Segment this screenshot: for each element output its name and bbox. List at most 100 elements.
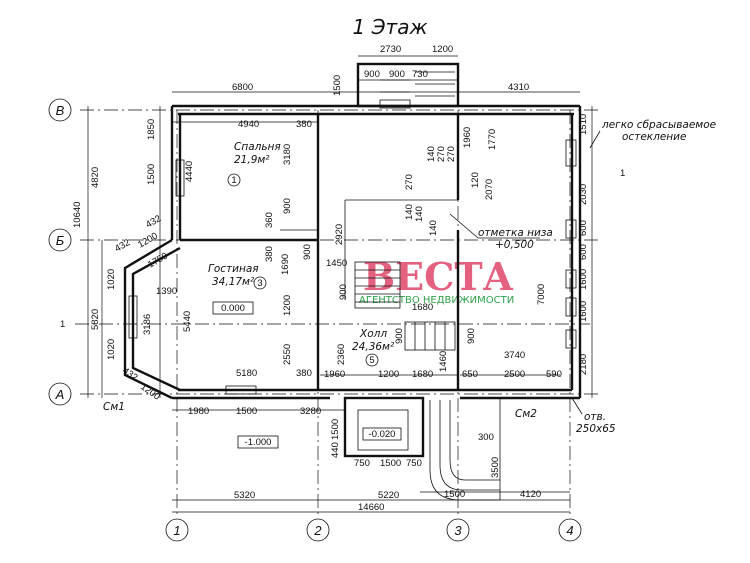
svg-text:1500: 1500 (444, 489, 465, 500)
section-mark-left: 1 (60, 319, 65, 330)
svg-text:1980: 1980 (188, 406, 209, 417)
svg-text:1500: 1500 (146, 164, 157, 185)
svg-text:900: 900 (394, 328, 405, 344)
svg-text:440: 440 (330, 442, 341, 458)
note-sm2: См2 (515, 408, 537, 420)
svg-text:900: 900 (389, 69, 405, 80)
svg-text:легко сбрасываемое: легко сбрасываемое (601, 119, 716, 131)
svg-text:730: 730 (412, 69, 428, 80)
axis-bubble-a: А (48, 382, 72, 406)
level-mark-living: 0.000 (221, 303, 245, 314)
svg-text:270: 270 (404, 174, 415, 190)
svg-text:-1.000: -1.000 (245, 437, 272, 448)
svg-text:1680: 1680 (412, 369, 433, 380)
interior-walls (180, 114, 460, 390)
interior-stair (354, 261, 456, 351)
svg-text:1770: 1770 (487, 129, 498, 150)
svg-text:270: 270 (436, 146, 447, 162)
svg-text:3: 3 (257, 278, 262, 289)
svg-text:1690: 1690 (280, 254, 291, 275)
svg-text:140: 140 (428, 220, 439, 236)
svg-text:1500: 1500 (236, 406, 257, 417)
svg-text:1600: 1600 (578, 301, 589, 322)
svg-text:2500: 2500 (504, 369, 525, 380)
svg-text:900: 900 (302, 244, 313, 260)
svg-text:750: 750 (354, 458, 370, 469)
plan-title: 1 Этаж (353, 15, 428, 39)
svg-text:2920: 2920 (334, 224, 345, 245)
svg-text:А: А (55, 387, 65, 402)
note-sm1: См1 (103, 401, 125, 413)
svg-text:3280: 3280 (300, 406, 321, 417)
svg-text:1200: 1200 (282, 295, 293, 316)
svg-text:остекление: остекление (622, 131, 686, 143)
entrance-porch (343, 396, 501, 501)
dimension-lines (87, 55, 593, 513)
svg-text:5: 5 (369, 355, 374, 366)
svg-text:5320: 5320 (234, 490, 255, 501)
svg-text:14660: 14660 (358, 502, 384, 513)
svg-text:3500: 3500 (490, 457, 501, 478)
svg-text:1960: 1960 (324, 369, 345, 380)
svg-text:250х65: 250х65 (576, 423, 616, 435)
svg-text:Холл: Холл (359, 328, 387, 340)
svg-text:1450: 1450 (326, 258, 347, 269)
hole-note: отв. 250х65 (571, 397, 616, 435)
svg-text:В: В (56, 103, 65, 118)
svg-text:21,9м²: 21,9м² (234, 154, 270, 166)
svg-text:1680: 1680 (412, 302, 433, 313)
svg-text:380: 380 (264, 246, 275, 262)
svg-text:270: 270 (446, 146, 457, 162)
svg-text:1020: 1020 (106, 339, 117, 360)
svg-text:отметка низа: отметка низа (478, 227, 553, 239)
axis-bubble-v: В (48, 98, 72, 122)
axis-bubble-1: 1 (165, 518, 189, 542)
svg-text:отв.: отв. (584, 411, 606, 423)
svg-text:4440: 4440 (184, 161, 195, 182)
svg-text:-0.020: -0.020 (369, 429, 396, 440)
svg-text:1460: 1460 (438, 351, 449, 372)
svg-text:140: 140 (414, 206, 425, 222)
section-mark-right: 1 (620, 168, 625, 179)
svg-text:3186: 3186 (142, 314, 153, 335)
svg-text:2: 2 (313, 523, 322, 538)
svg-text:Б: Б (56, 233, 65, 248)
svg-text:360: 360 (264, 212, 275, 228)
svg-text:300: 300 (478, 432, 494, 443)
svg-text:140: 140 (404, 204, 415, 220)
svg-text:1500: 1500 (380, 458, 401, 469)
svg-text:10640: 10640 (72, 202, 83, 228)
svg-text:900: 900 (466, 328, 477, 344)
svg-text:120: 120 (470, 172, 481, 188)
level-mark-porch: -0.020 (362, 427, 402, 441)
svg-text:4120: 4120 (520, 489, 541, 500)
svg-text:1390: 1390 (156, 286, 177, 297)
svg-text:24,36м²: 24,36м² (352, 341, 395, 353)
svg-text:4310: 4310 (508, 82, 529, 93)
svg-text:2730: 2730 (380, 44, 401, 55)
svg-text:1200: 1200 (378, 369, 399, 380)
svg-text:2180: 2180 (578, 354, 589, 375)
svg-text:1850: 1850 (146, 119, 157, 140)
svg-text:750: 750 (406, 458, 422, 469)
svg-text:2550: 2550 (282, 344, 293, 365)
svg-text:900: 900 (338, 284, 349, 300)
svg-text:1020: 1020 (106, 269, 117, 290)
svg-text:Гостиная: Гостиная (208, 263, 259, 275)
svg-text:600: 600 (578, 220, 589, 236)
svg-text:5180: 5180 (236, 368, 257, 379)
svg-text:5220: 5220 (378, 490, 399, 501)
svg-text:+0,500: +0,500 (495, 239, 534, 251)
svg-text:1500: 1500 (330, 419, 341, 440)
svg-text:1600: 1600 (578, 269, 589, 290)
axis-bubble-4: 4 (558, 518, 582, 542)
svg-text:1510: 1510 (578, 114, 589, 135)
svg-text:1960: 1960 (462, 127, 473, 148)
svg-text:3740: 3740 (504, 350, 525, 361)
room-living: Гостиная 34,17м² 3 0.000 (208, 263, 267, 315)
svg-text:2030: 2030 (578, 184, 589, 205)
level-mark-ground: -1.000 (237, 435, 279, 449)
svg-text:3180: 3180 (282, 144, 293, 165)
window-marks (128, 99, 577, 395)
